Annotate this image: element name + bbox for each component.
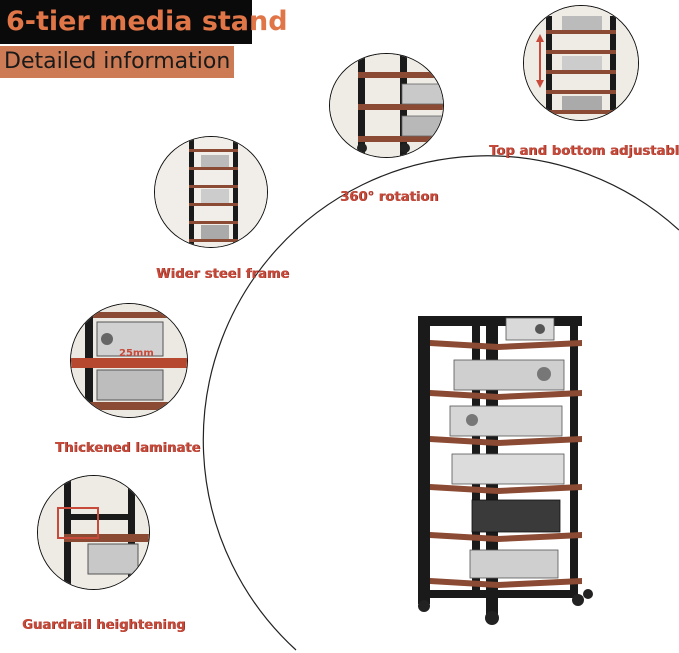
feature-adjustable-image: [523, 5, 639, 121]
feature-guardrail-caption: Guardrail heightening: [22, 618, 186, 633]
feature-laminate-caption: Thickened laminate: [55, 441, 201, 456]
feature-laminate-image: 25mm: [70, 303, 188, 418]
feature-guardrail-image: [37, 475, 150, 590]
feature-frame-caption: Wider steel frame: [156, 267, 290, 282]
feature-adjustable-caption: Top and bottom adjustable: [489, 144, 679, 159]
media-stand-product-image: [418, 316, 593, 625]
page-title: 6-tier media stand: [0, 0, 288, 44]
laminate-measure-label: 25mm: [119, 348, 154, 359]
page-subtitle: Detailed information: [0, 46, 234, 78]
feature-frame-image: [154, 136, 268, 248]
feature-rotation-image: [329, 53, 444, 158]
feature-rotation-caption: 360° rotation: [340, 190, 439, 205]
